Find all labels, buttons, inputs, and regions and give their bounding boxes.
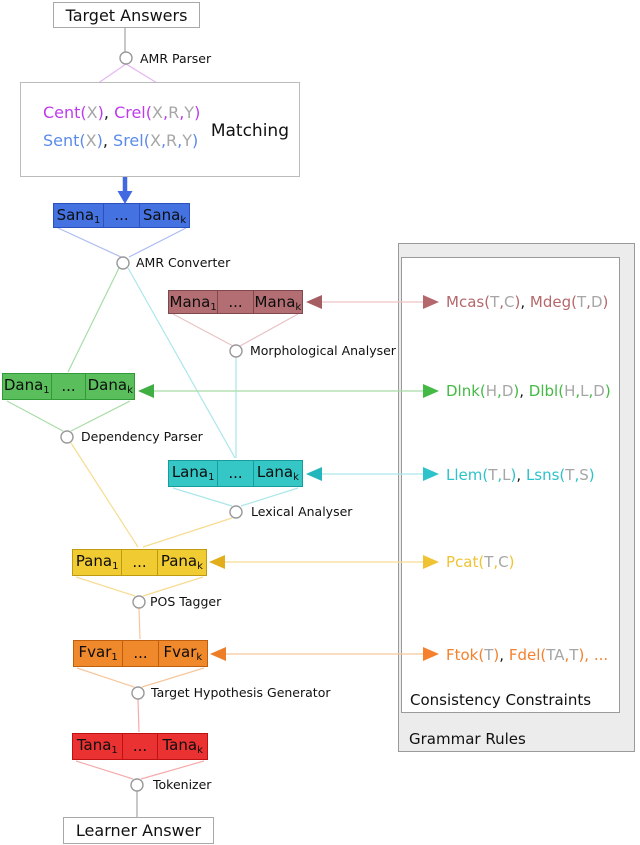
fvar-cell-ellipsis: ... xyxy=(122,641,157,666)
amr-converter-node-icon xyxy=(116,256,130,270)
target-hypothesis-generator-label: Target Hypothesis Generator xyxy=(151,685,331,700)
lexical-analyser-label: Lexical Analyser xyxy=(251,504,353,519)
mana-cell-ellipsis: ... xyxy=(217,291,252,313)
lana-cell-ellipsis: ... xyxy=(217,461,252,486)
mana-fan xyxy=(172,313,299,347)
dependency-parser-label: Dependency Parser xyxy=(81,429,203,444)
sana-fan xyxy=(57,227,187,258)
c-atoms-line: Cent(X), Crel(X,R,Y) xyxy=(43,103,201,122)
target-answers-box: Target Answers xyxy=(53,2,200,28)
lexical-analyser-pana-line xyxy=(142,517,233,548)
c-atom-text: Cent( xyxy=(43,103,87,122)
mana-rule: Mcas(T,C), Mdeg(T,D) xyxy=(446,293,609,311)
lana-rule: Llem(T,L), Lsns(T,S) xyxy=(446,466,595,484)
amr-converter-label: AMR Converter xyxy=(136,255,231,270)
consistency-constraints-panel xyxy=(401,257,620,713)
pos-tagger-node-icon xyxy=(132,595,146,609)
target-hypothesis-generator-tana-line xyxy=(137,698,140,733)
morphological-analyser-label: Morphological Analyser xyxy=(250,343,396,358)
dana-rule: Dlnk(H,D), Dlbl(H,L,D) xyxy=(446,382,611,400)
amr-converter-dana-line xyxy=(67,267,120,373)
target-hypothesis-generator-node-icon xyxy=(131,686,145,700)
pos-tagger-label: POS Tagger xyxy=(150,594,222,609)
learner-answer-label: Learner Answer xyxy=(75,821,202,840)
consistency-constraints-label: Consistency Constraints xyxy=(410,691,592,709)
lexical-analyser-node-icon xyxy=(229,505,243,519)
tokenizer-label: Tokenizer xyxy=(153,777,212,792)
s-atoms-line: Sent(X), Srel(X,R,Y) xyxy=(43,131,199,150)
grammar-rules-label: Grammar Rules xyxy=(409,730,526,748)
matching-box: Cent(X), Crel(X,R,Y) Sent(X), Srel(X,R,Y… xyxy=(20,82,300,177)
learner-answer-box: Learner Answer xyxy=(63,817,214,844)
tana-cell-ellipsis: ... xyxy=(121,734,158,759)
pana-cell-ellipsis: ... xyxy=(121,550,156,575)
morphological-analyser-node-icon xyxy=(229,344,243,358)
amr-parser-node-icon xyxy=(119,51,133,65)
dana-fan xyxy=(6,400,131,432)
dependency-parser-node-icon xyxy=(60,430,74,444)
dana-cell-ellipsis: ... xyxy=(50,374,86,399)
tokenizer-node-icon xyxy=(130,778,144,792)
target-answers-label: Target Answers xyxy=(65,5,188,25)
matching-title: Matching xyxy=(210,121,289,141)
sana-cell-ellipsis: ... xyxy=(103,204,139,227)
pos-tagger-fvar-line xyxy=(138,607,141,640)
amr-parser-label: AMR Parser xyxy=(140,51,212,66)
dana-constraint-arrow xyxy=(138,384,439,398)
pana-rule: Pcat(T,C) xyxy=(446,553,515,571)
fvar-rule: Ftok(T), Fdel(TA,T), ... xyxy=(446,646,609,664)
dependency-parser-pana-line xyxy=(70,442,139,548)
s-atom-text: Sent( xyxy=(43,131,86,150)
